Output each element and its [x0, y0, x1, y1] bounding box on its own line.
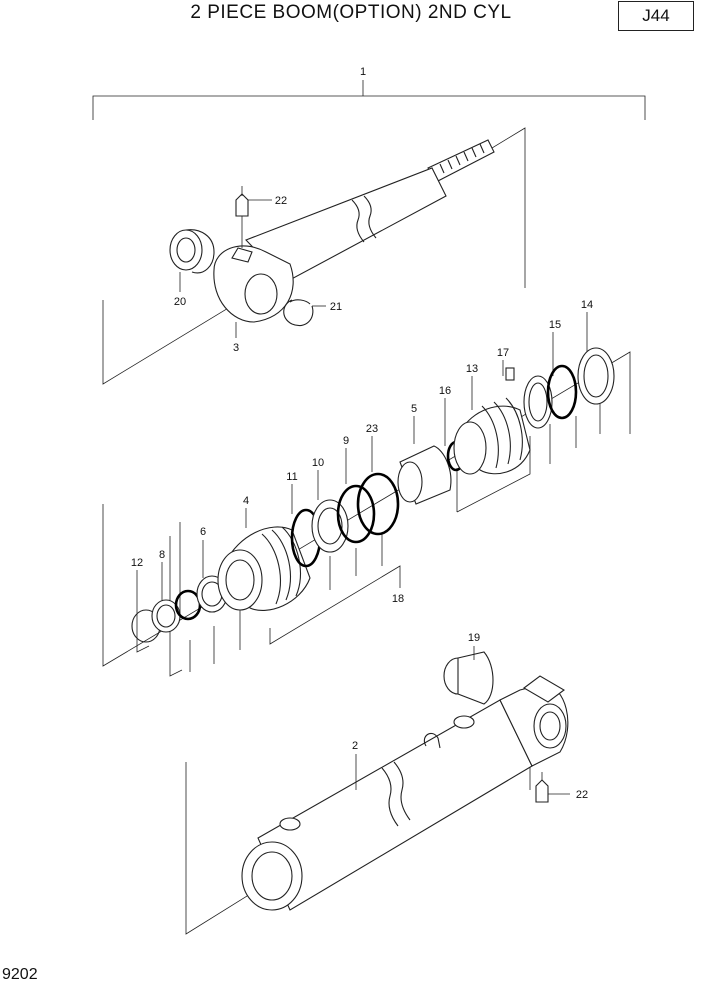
callout-3: 3	[233, 342, 239, 354]
page-number: 9202	[2, 966, 38, 983]
assembly-bracket-1	[92, 80, 646, 120]
callout-11: 11	[286, 471, 297, 483]
page-code-box: J44	[618, 1, 694, 31]
callout-2: 2	[352, 740, 358, 752]
seal-kit-group	[102, 312, 631, 677]
callout-1: 1	[360, 66, 366, 78]
callout-21: 21	[330, 301, 342, 313]
callout-8: 8	[159, 549, 165, 561]
callout-23: 23	[366, 423, 378, 435]
callout-19: 19	[468, 632, 480, 644]
callout-10: 10	[312, 457, 324, 469]
diagram-title: 2 PIECE BOOM(OPTION) 2ND CYL	[190, 2, 512, 23]
callout-16: 16	[439, 385, 451, 397]
cylinder-tube-assembly	[185, 646, 570, 935]
callout-4: 4	[243, 495, 249, 507]
callout-14: 14	[581, 299, 593, 311]
callout-5: 5	[411, 403, 417, 415]
callout-6: 6	[200, 526, 206, 538]
piston-rod-assembly	[102, 127, 526, 385]
callout-13: 13	[466, 363, 478, 375]
callout-22-top: 22	[275, 195, 287, 207]
callout-15: 15	[549, 319, 561, 331]
callout-20: 20	[174, 296, 186, 308]
callout-18: 18	[392, 593, 404, 605]
callout-22-bottom: 22	[576, 789, 588, 801]
callout-17: 17	[497, 347, 509, 359]
callout-12: 12	[131, 557, 143, 569]
callout-9: 9	[343, 435, 349, 447]
